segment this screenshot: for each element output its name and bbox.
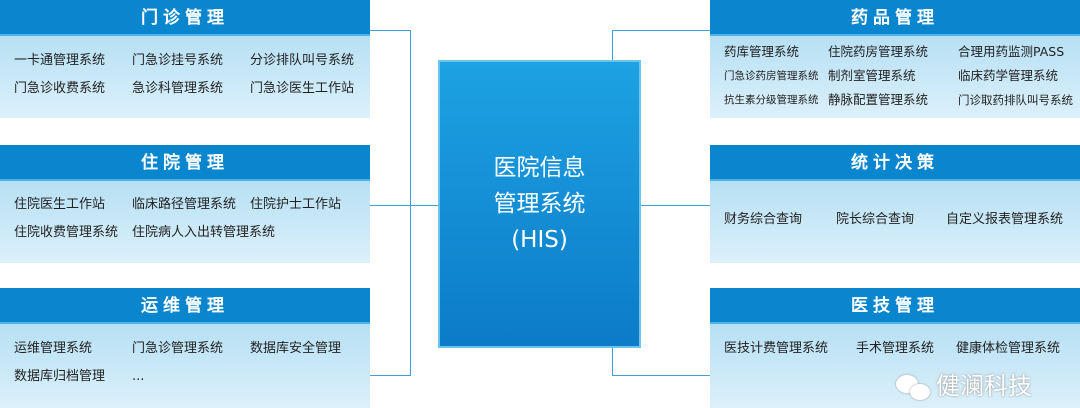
center-title-line: 管理系统: [493, 191, 586, 217]
module-statistics: 统计决策 财务综合查询 院长综合查询 自定义报表管理系统: [710, 145, 1080, 263]
connector: [612, 375, 710, 376]
connector: [370, 30, 410, 31]
wechat-icon-bubble: [910, 384, 930, 400]
system-item: 临床药学管理系统: [958, 68, 1059, 83]
his-center-box: 医院信息 管理系统 (HIS): [438, 60, 641, 348]
module-medical-tech: 医技管理 医技计费管理系统 手术管理系统 健康体检管理系统: [710, 288, 1080, 408]
watermark: 健澜科技: [936, 372, 1032, 400]
system-item: 院长综合查询: [836, 212, 915, 227]
system-item: 手术管理系统: [856, 341, 935, 356]
connector: [410, 30, 411, 376]
system-item: 门急诊医生工作站: [250, 81, 355, 96]
system-item: 自定义报表管理系统: [946, 212, 1064, 227]
connector: [370, 375, 410, 376]
system-item: 数据库归档管理: [14, 369, 106, 384]
module-title: 住院管理: [0, 145, 370, 181]
system-item: 门急诊挂号系统: [132, 53, 224, 68]
system-item: 住院病人入出转管理系统: [132, 225, 276, 240]
system-item: 财务综合查询: [724, 212, 803, 227]
module-operations: 运维管理 运维管理系统 门急诊管理系统 数据库安全管理 数据库归档管理 ...: [0, 288, 370, 408]
center-title-line: 医院信息: [493, 155, 586, 181]
system-item: 分诊排队叫号系统: [250, 53, 355, 68]
system-item: 住院药房管理系统: [828, 44, 929, 59]
module-title: 门诊管理: [0, 0, 370, 36]
system-item: 门诊取药排队叫号系统: [958, 93, 1073, 107]
system-item: 门急诊管理系统: [132, 341, 224, 356]
system-item: 合理用药监测PASS: [958, 44, 1065, 59]
connector: [612, 30, 710, 31]
system-item: 急诊科管理系统: [132, 81, 224, 96]
system-item: 静脉配置管理系统: [828, 92, 929, 107]
connector: [641, 205, 710, 206]
center-title-line: (HIS): [511, 227, 568, 253]
module-title: 统计决策: [710, 145, 1080, 181]
system-item: 一卡通管理系统: [14, 53, 106, 68]
system-item: 抗生素分级管理系统: [724, 94, 819, 106]
module-pharmacy: 药品管理 药库管理系统 住院药房管理系统 合理用药监测PASS 门急诊药房管理系…: [710, 0, 1080, 118]
system-item: 医技计费管理系统: [724, 341, 829, 356]
system-item: 运维管理系统: [14, 341, 93, 356]
module-outpatient: 门诊管理 一卡通管理系统 门急诊挂号系统 分诊排队叫号系统 门急诊收费系统 急诊…: [0, 0, 370, 118]
module-inpatient: 住院管理 住院医生工作站 临床路径管理系统 住院护士工作站 住院收费管理系统 住…: [0, 145, 370, 263]
module-title: 药品管理: [710, 0, 1080, 36]
system-item: 住院医生工作站: [14, 197, 106, 212]
module-title: 运维管理: [0, 288, 370, 324]
system-item: 健康体检管理系统: [956, 341, 1061, 356]
system-item: 门急诊收费系统: [14, 81, 106, 96]
system-item: 临床路径管理系统: [132, 197, 237, 212]
system-item: 门急诊药房管理系统: [724, 70, 819, 82]
connector: [370, 205, 438, 206]
system-item: ...: [132, 369, 145, 384]
system-item: 制剂室管理系统: [828, 68, 916, 83]
system-item: 住院护士工作站: [250, 197, 342, 212]
system-item: 住院收费管理系统: [14, 225, 119, 240]
system-item: 数据库安全管理: [250, 341, 342, 356]
module-title: 医技管理: [710, 288, 1080, 324]
system-item: 药库管理系统: [724, 44, 800, 59]
